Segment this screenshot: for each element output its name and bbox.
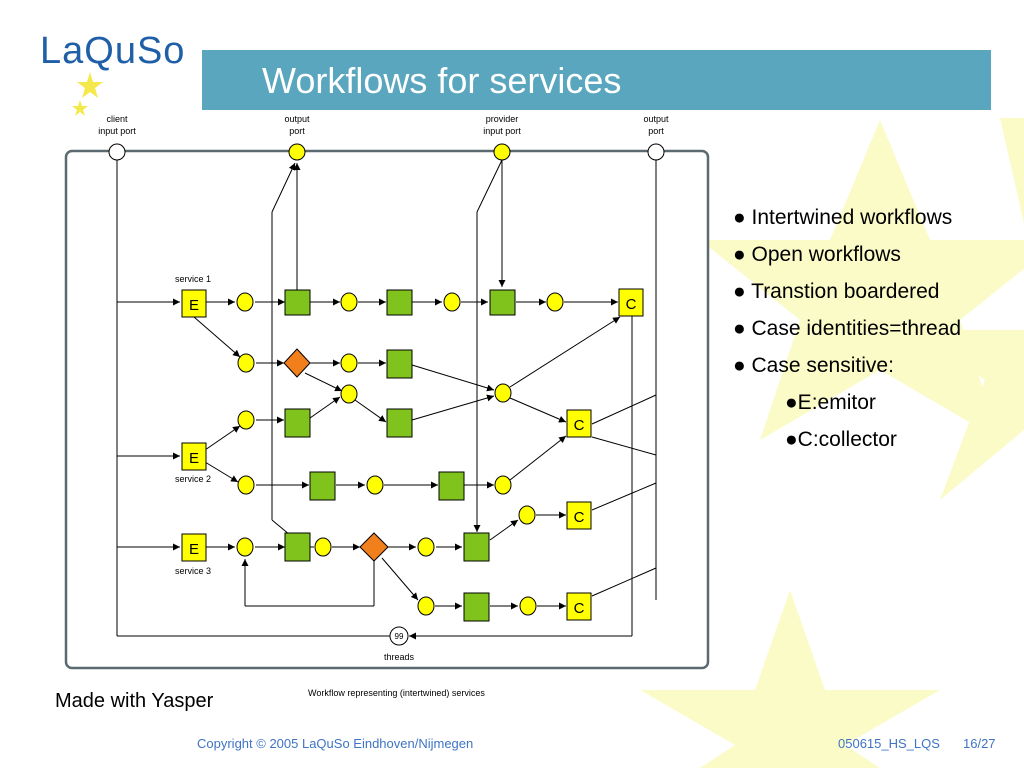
footer-doc-id: 050615_HS_LQS	[838, 736, 940, 751]
port-label-output1-1: output	[284, 114, 310, 124]
made-with-note: Made with Yasper	[55, 690, 214, 712]
collector-c4	[566, 592, 592, 621]
threads-count: 99	[395, 632, 404, 641]
ports	[108, 143, 665, 161]
place	[519, 596, 537, 616]
places	[236, 292, 564, 616]
laquso-logo: LaQuSo	[40, 30, 190, 120]
place	[443, 292, 461, 312]
transition	[386, 349, 413, 379]
slide-title: Workflows for services	[262, 60, 622, 101]
service-label-3: service 3	[175, 566, 211, 576]
threads-label: threads	[384, 652, 415, 662]
transition	[284, 408, 311, 438]
transition	[489, 289, 516, 316]
footer-copyright: Copyright © 2005 LaQuSo Eindhoven/Nijmeg…	[197, 736, 474, 751]
place	[340, 292, 358, 312]
emitter-e2	[181, 442, 207, 471]
collector-c3	[566, 501, 592, 530]
collector-c2	[566, 409, 592, 438]
bullet-list: ● Intertwined workflows ● Open workflows…	[733, 204, 961, 463]
emitter-label-1: E	[189, 297, 199, 314]
place	[237, 353, 255, 373]
collectors	[566, 288, 644, 621]
diagram-caption: Workflow representing (intertwined) serv…	[308, 688, 485, 698]
place	[417, 537, 435, 557]
logo-stars	[72, 72, 103, 116]
bullet-subitem: ●C:collector	[785, 428, 897, 451]
place	[237, 410, 255, 430]
collector-label-4: C	[574, 600, 585, 617]
bullet-item: ● Case identities=thread	[733, 317, 962, 340]
title-bar: Workflows for services	[202, 50, 991, 110]
place	[340, 384, 358, 404]
logo-text: LaQuSo	[40, 30, 186, 72]
emitter-label-2: E	[189, 450, 199, 467]
place	[417, 596, 435, 616]
place	[340, 353, 358, 373]
service-label-2: service 2	[175, 474, 211, 484]
bullet-subitem: ●E:emitor	[785, 391, 876, 414]
emitter-e3	[181, 533, 207, 562]
port-label-output2-1: output	[643, 114, 669, 124]
port-label-output1-2: port	[289, 126, 305, 136]
service-label-1: service 1	[175, 274, 211, 284]
transitions	[284, 289, 516, 622]
port-label-provider-2: input port	[483, 126, 521, 136]
decision-node	[359, 532, 389, 562]
logo-star-icon-small	[72, 100, 88, 116]
decision-node	[283, 348, 311, 378]
place	[314, 537, 332, 557]
output-port-1	[288, 143, 306, 161]
bullet-item: ● Intertwined workflows	[733, 206, 953, 229]
threads-place	[389, 626, 409, 646]
collector-label-3: C	[574, 509, 585, 526]
logo-star-icon	[77, 72, 103, 98]
footer-page-number: 16/27	[963, 736, 996, 751]
bullet-item: ● Case sensitive:	[733, 354, 894, 377]
emitter-label-3: E	[189, 541, 199, 558]
place	[237, 475, 255, 495]
provider-input-port	[493, 143, 511, 161]
background-star-large	[700, 120, 1024, 440]
bullet-item: ● Open workflows	[733, 243, 901, 266]
place	[236, 292, 254, 312]
place	[494, 475, 512, 495]
place	[366, 475, 384, 495]
port-label-client-1: client	[106, 114, 128, 124]
transition	[284, 289, 311, 316]
client-input-port	[108, 143, 126, 161]
transition	[386, 408, 413, 438]
place	[518, 505, 536, 525]
decisions	[283, 348, 389, 562]
transition	[463, 592, 490, 622]
place	[494, 383, 512, 403]
transition	[463, 532, 490, 562]
transition	[386, 289, 413, 316]
port-label-provider-1: provider	[486, 114, 519, 124]
collector-c1	[618, 288, 644, 317]
bullet-item: ● Transtion boardered	[733, 280, 940, 303]
transition	[309, 471, 336, 501]
place	[236, 537, 254, 557]
emitters	[181, 289, 207, 562]
transition	[438, 471, 465, 501]
background-star-top	[910, 118, 1024, 500]
port-label-output2-2: port	[648, 126, 664, 136]
port-label-client-2: input port	[98, 126, 136, 136]
collector-label-2: C	[574, 417, 585, 434]
diagram-arcs	[116, 159, 657, 640]
transition	[284, 532, 311, 562]
output-port-2	[647, 143, 665, 161]
collector-label-1: C	[626, 296, 637, 313]
emitter-e1	[181, 289, 207, 318]
background-star-bottom	[640, 590, 940, 768]
place	[546, 292, 564, 312]
